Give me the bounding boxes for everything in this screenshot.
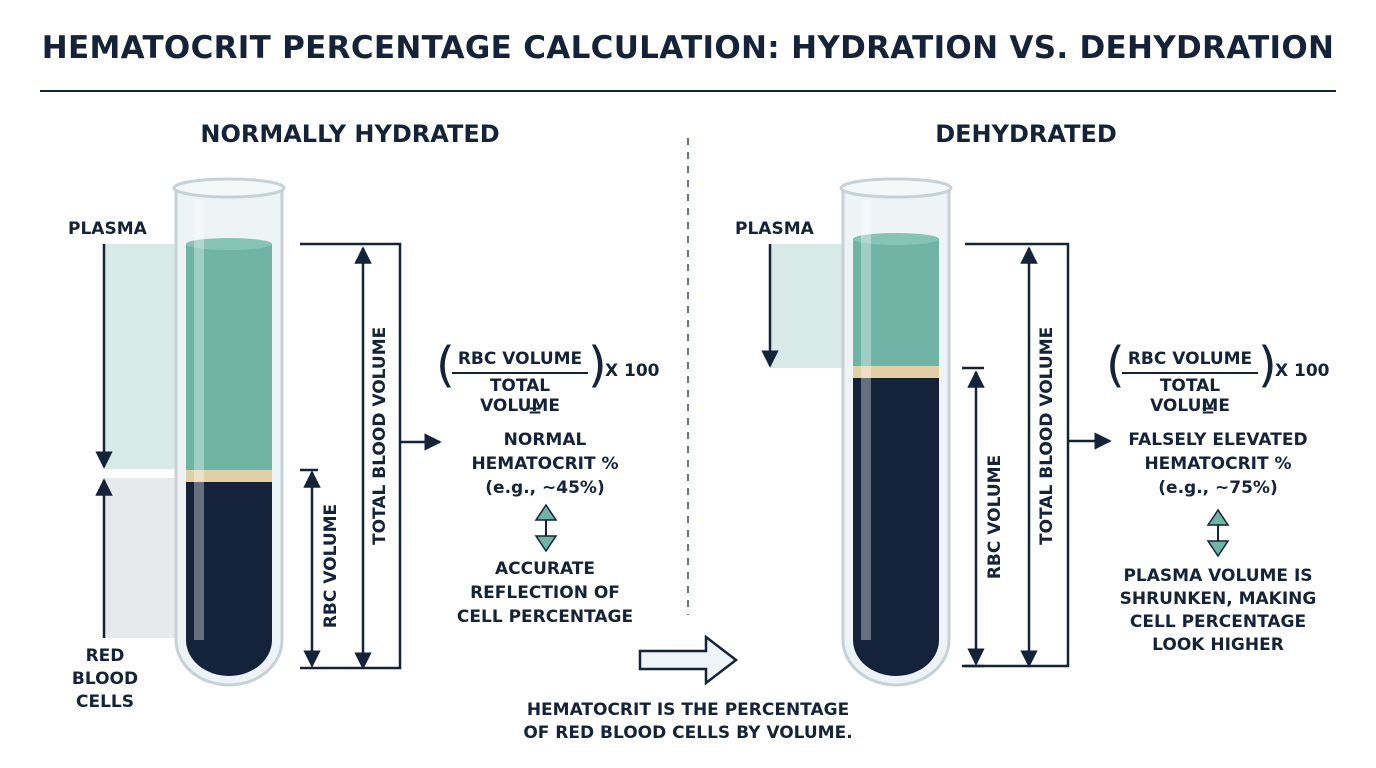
test-tube-left bbox=[172, 177, 286, 687]
title-divider bbox=[40, 90, 1336, 92]
heading-dehydrated: DEHYDRATED bbox=[935, 120, 1117, 148]
formula-left: ( RBC VOLUME TOTAL VOLUME ) X 100 = bbox=[430, 341, 660, 425]
result-right: FALSELY ELEVATED HEMATOCRIT % (e.g., ~75… bbox=[1128, 430, 1308, 498]
plasma-band-right bbox=[770, 244, 850, 368]
total-volume-label-right: TOTAL BLOOD VOLUME bbox=[1037, 326, 1057, 545]
formula-right: ( RBC VOLUME TOTAL VOLUME ) X 100 = bbox=[1100, 341, 1330, 425]
formula-numerator-left: RBC VOLUME bbox=[457, 349, 583, 369]
note-right: PLASMA VOLUME IS SHRUNKEN, MAKING CELL P… bbox=[1119, 566, 1317, 655]
double-arrow-right bbox=[1206, 508, 1230, 558]
fraction-bar-left bbox=[452, 372, 588, 374]
footer-caption: HEMATOCRIT IS THE PERCENTAGE OF RED BLOO… bbox=[523, 700, 853, 743]
formula-denominator-right: TOTAL VOLUME bbox=[1150, 376, 1230, 416]
formula-numerator-right: RBC VOLUME bbox=[1127, 349, 1253, 369]
page-title: HEMATOCRIT PERCENTAGE CALCULATION: HYDRA… bbox=[41, 30, 1335, 66]
equals-left: = bbox=[527, 401, 543, 421]
rbc-volume-label-left: RBC VOLUME bbox=[321, 503, 341, 629]
equals-right: = bbox=[1200, 401, 1216, 421]
note-left: ACCURATE REFLECTION OF CELL PERCENTAGE bbox=[456, 559, 634, 627]
total-bracket-right bbox=[965, 242, 1070, 668]
fraction-bar-right bbox=[1122, 372, 1258, 374]
double-arrow-left bbox=[534, 503, 558, 553]
total-bracket-left bbox=[300, 242, 402, 670]
test-tube-right bbox=[839, 177, 953, 687]
rbc-volume-label-right: RBC VOLUME bbox=[985, 454, 1005, 580]
formula-multiplier-left: X 100 bbox=[605, 361, 660, 381]
rbc-band-left bbox=[104, 478, 184, 638]
formula-denominator-left: TOTAL VOLUME bbox=[480, 376, 560, 416]
plasma-label-right: PLASMA bbox=[735, 219, 814, 239]
rbc-label: RED BLOOD CELLS bbox=[71, 646, 139, 712]
heading-normally-hydrated: NORMALLY HYDRATED bbox=[200, 120, 500, 148]
formula-multiplier-right: X 100 bbox=[1275, 361, 1330, 381]
result-left: NORMAL HEMATOCRIT % (e.g., ~45%) bbox=[471, 430, 619, 498]
plasma-band-left bbox=[104, 244, 184, 469]
plasma-label-left: PLASMA bbox=[68, 219, 147, 239]
transition-arrow bbox=[638, 634, 739, 686]
total-volume-label-left: TOTAL BLOOD VOLUME bbox=[370, 326, 390, 545]
